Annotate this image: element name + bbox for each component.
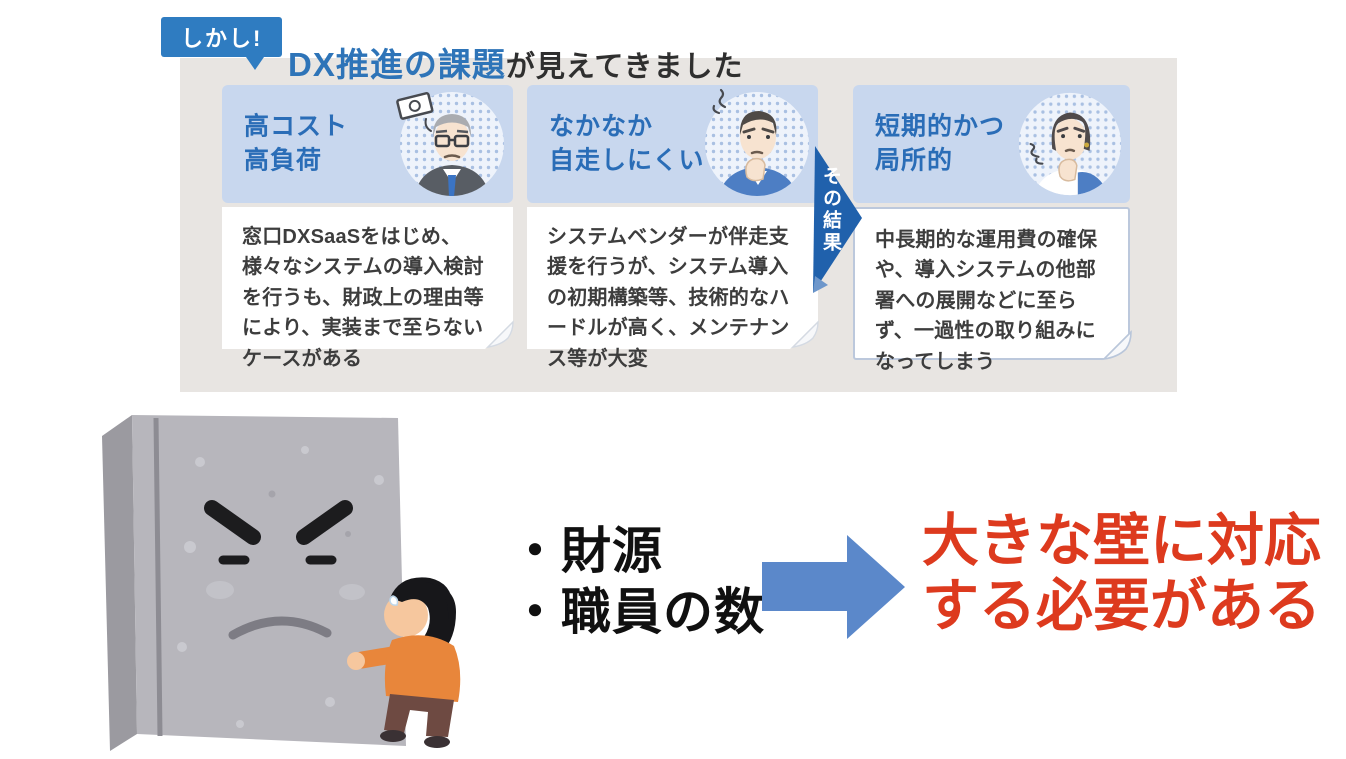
page-fold-corner-icon xyxy=(484,320,514,350)
page-title-rest: が見えてきました xyxy=(505,51,744,83)
result-arrow-label: その結果 xyxy=(820,166,841,254)
banknote-icon xyxy=(396,91,434,120)
conclusion-line-2: する必要がある xyxy=(922,573,1321,638)
card-short-term: 短期的かつ 局所的 xyxy=(853,85,1132,373)
page-fold-corner-icon xyxy=(789,320,819,350)
card-high-cost: 高コスト 高負荷 xyxy=(222,85,514,370)
obstacle-bullet-list: ・財源 ・職員の数 xyxy=(510,521,765,643)
card-high-cost-heading: 高コスト 高負荷 xyxy=(244,112,349,174)
pushing-person-icon xyxy=(347,577,461,748)
bullet-financial-resources: ・財源 xyxy=(510,523,663,579)
page-title: DX推進の課題が見えてきました xyxy=(288,38,744,86)
sigh-scribble-icon xyxy=(1029,142,1044,165)
however-badge: しかし! xyxy=(161,17,283,70)
result-arrow: その結果 xyxy=(806,144,864,296)
elderly-man-figure xyxy=(414,114,490,196)
page-fold-corner-icon xyxy=(1100,330,1132,362)
angry-face xyxy=(204,500,353,640)
worried-woman-figure xyxy=(1032,112,1112,196)
card-short-term-body: 中長期的な運用費の確保や、導入システムの他部署への展開などに至らず、一過性の取り… xyxy=(853,207,1130,373)
bullet-staff-count: ・職員の数 xyxy=(510,584,765,640)
page-title-highlight: DX推進の課題 xyxy=(288,46,506,83)
card-hard-to-self-run: なかなか 自走しにくい xyxy=(527,85,819,370)
card-high-cost-header: 高コスト 高負荷 xyxy=(222,85,513,203)
card-hard-to-self-run-header: なかなか 自走しにくい xyxy=(527,85,818,203)
elderly-man-banknote-icon xyxy=(396,91,504,196)
thinking-man-figure xyxy=(717,111,799,196)
conclusion-line-1: 大きな壁に対応 xyxy=(922,509,1321,573)
conclusion-text: 大きな壁に対応 する必要がある xyxy=(922,509,1321,639)
right-chevron-arrow-icon xyxy=(813,146,862,293)
worried-woman-icon xyxy=(1018,92,1122,196)
card-high-cost-body: 窓口DXSaaSをはじめ、様々なシステムの導入検討を行うも、財政上の理由等により… xyxy=(222,207,513,370)
card-short-term-heading: 短期的かつ 局所的 xyxy=(875,112,1006,174)
angry-wall-icon xyxy=(102,415,406,751)
right-block-arrow-icon xyxy=(762,535,905,639)
card-short-term-header: 短期的かつ 局所的 xyxy=(853,85,1130,203)
card-hard-to-self-run-heading: なかなか 自走しにくい xyxy=(549,112,705,174)
card-hard-to-self-run-body: システムベンダーが伴走支援を行うが、システム導入の初期構築等、技術的なハードルが… xyxy=(527,207,818,370)
thinking-man-icon xyxy=(705,88,809,196)
wall-scene xyxy=(102,415,461,751)
however-badge-label: しかし! xyxy=(181,26,263,51)
confusion-scribble-icon xyxy=(712,88,727,115)
